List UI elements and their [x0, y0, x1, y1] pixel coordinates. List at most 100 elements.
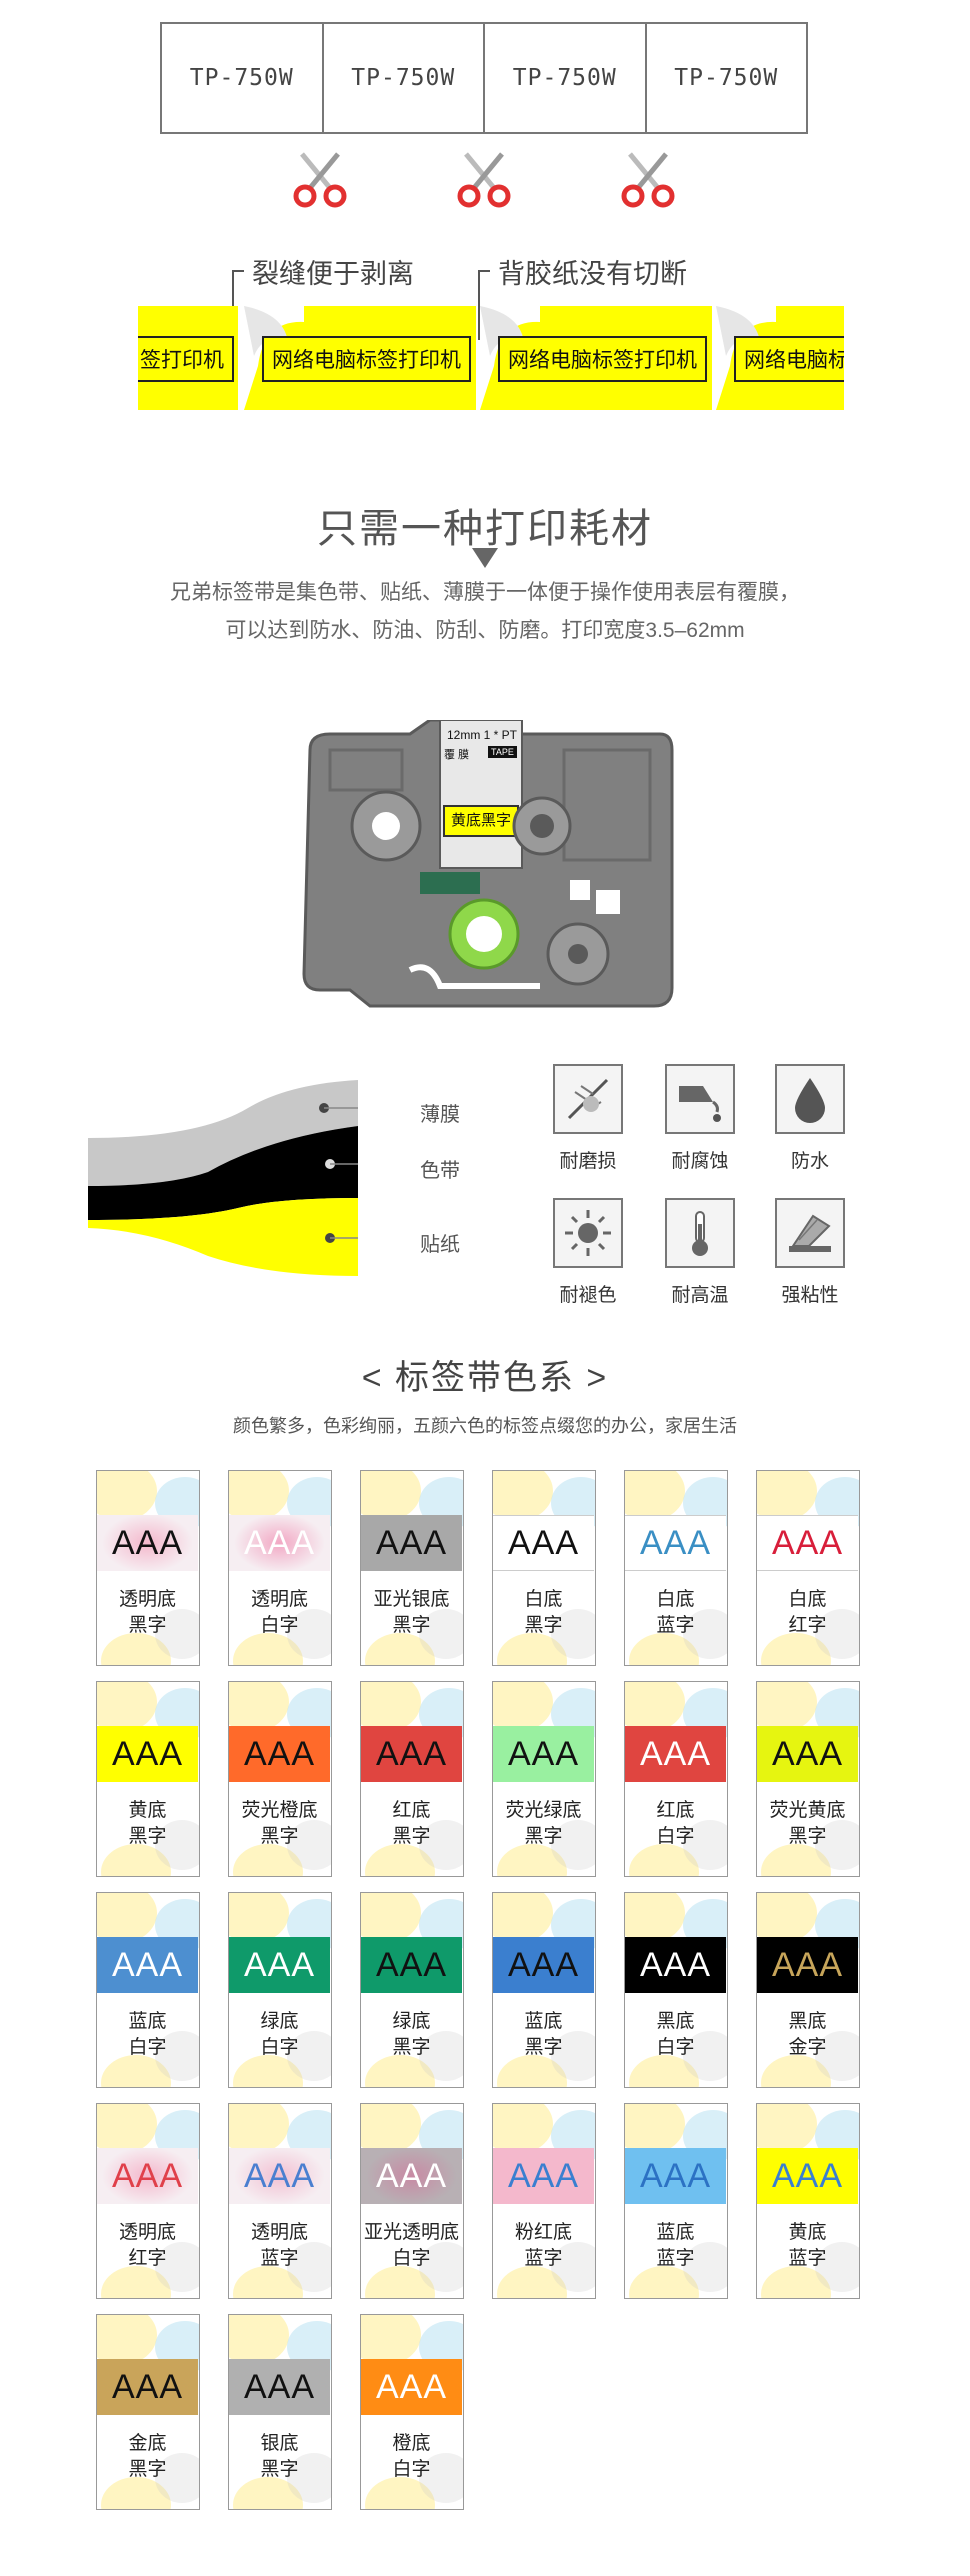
adhesive-icon — [775, 1198, 845, 1268]
peel-curl-icon — [716, 306, 776, 410]
swatch-name: 金底黑字 — [97, 2431, 198, 2483]
swatch-sample: AAA — [361, 2148, 462, 2204]
color-swatch-card: AAA 绿底黑字 — [360, 1892, 464, 2088]
swatch-sample: AAA — [97, 1937, 198, 1993]
swatch-name: 黄底蓝字 — [757, 2220, 858, 2272]
feature-adhesive: 强粘性 — [762, 1198, 858, 1307]
tape-label: 签打印机 — [138, 336, 234, 382]
swatch-name-line2: 黑字 — [392, 1615, 431, 1636]
tape-strip: 签打印机 — [138, 306, 238, 410]
model-table: TP-750W TP-750W TP-750W TP-750W — [160, 22, 808, 134]
swatch-name-line2: 黑字 — [392, 2037, 431, 2058]
swatch-name-line1: 红底 — [392, 1800, 431, 1821]
feature-heat-resistant: 耐高温 — [652, 1198, 748, 1307]
color-swatch-card: AAA 黄底黑字 — [96, 1681, 200, 1877]
swatch-sample: AAA — [229, 1726, 330, 1782]
swatch-name: 透明底白字 — [229, 1587, 330, 1639]
swatch-name-line2: 黑字 — [260, 1826, 299, 1847]
arrow-down-icon — [472, 548, 498, 568]
swatch-name-line2: 蓝字 — [260, 2248, 299, 2269]
swatch-name-line1: 金底 — [128, 2433, 167, 2454]
swatch-name: 亚光透明底白字 — [361, 2220, 462, 2272]
swatch-name-line1: 透明底 — [250, 1589, 308, 1610]
swatch-name: 白底红字 — [757, 1587, 858, 1639]
swatch-name-line2: 蓝字 — [656, 2248, 695, 2269]
swatch-name-line2: 蓝字 — [656, 1615, 695, 1636]
swatch-name-line1: 黑底 — [656, 2011, 695, 2032]
swatch-name-line1: 红底 — [656, 1800, 695, 1821]
swatch-name-line1: 透明底 — [250, 2222, 308, 2243]
swatch-name-line2: 蓝字 — [788, 2248, 827, 2269]
feature-label: 强粘性 — [781, 1285, 839, 1306]
swatch-name-line2: 黑字 — [128, 1615, 167, 1636]
swatch-name: 红底黑字 — [361, 1798, 462, 1850]
tape-label: 网络电脑标签打印机 — [262, 336, 471, 382]
swatch-name: 透明底黑字 — [97, 1587, 198, 1639]
tape-strip: 网络电脑标签打印机 — [480, 306, 712, 410]
cartridge-badge: TAPE — [488, 746, 517, 758]
swatch-sample: AAA — [625, 1726, 726, 1782]
swatch-name-line1: 荧光橙底 — [241, 1800, 318, 1821]
swatch-name-line1: 蓝底 — [524, 2011, 563, 2032]
swatch-sample: AAA — [493, 1937, 594, 1993]
swatch-sample: AAA — [229, 2148, 330, 2204]
swatch-name: 黑底金字 — [757, 2009, 858, 2061]
corrosion-icon — [665, 1064, 735, 1134]
swatch-name: 亚光银底黑字 — [361, 1587, 462, 1639]
swatch-name: 粉红底蓝字 — [493, 2220, 594, 2272]
swatch-name-line1: 白底 — [656, 1589, 695, 1610]
swatch-sample: AAA — [757, 1515, 858, 1571]
swatch-name-line2: 黑字 — [128, 2459, 167, 2480]
swatch-sample: AAA — [361, 1515, 462, 1571]
color-swatch-card: AAA 黄底蓝字 — [756, 2103, 860, 2299]
swatch-name-line1: 粉红底 — [514, 2222, 572, 2243]
swatch-name-line2: 红字 — [128, 2248, 167, 2269]
swatch-name-line1: 透明底 — [118, 2222, 176, 2243]
layer-label-film: 薄膜 — [420, 1104, 460, 1126]
swatch-name: 银底黑字 — [229, 2431, 330, 2483]
swatch-sample: AAA — [493, 1515, 594, 1571]
tape-cartridge-image: 12mm 1 * PT 覆 膜 TAPE 黄底黑字 — [290, 718, 680, 1020]
swatch-sample: AAA — [625, 2148, 726, 2204]
swatch-name: 绿底黑字 — [361, 2009, 462, 2061]
layer-label-sticker: 贴纸 — [420, 1234, 460, 1256]
section-description: 可以达到防水、防油、防刮、防磨。打印宽度3.5–62mm — [225, 619, 745, 642]
swatch-name-line2: 黑字 — [392, 1826, 431, 1847]
scissors-icon — [293, 152, 347, 208]
model-cell: TP-750W — [324, 24, 485, 132]
swatch-sample: AAA — [757, 1937, 858, 1993]
note-peel: 裂缝便于剥离 — [252, 259, 414, 289]
swatch-name-line2: 蓝字 — [524, 2248, 563, 2269]
tape-strip: 网络电脑标签打印机 — [244, 306, 476, 410]
feature-fade-resistant: 耐褪色 — [540, 1198, 636, 1307]
swatch-sample: AAA — [97, 1726, 198, 1782]
feature-label: 耐磨损 — [559, 1151, 617, 1172]
swatch-sample: AAA — [361, 1937, 462, 1993]
swatch-name-line1: 绿底 — [392, 2011, 431, 2032]
feature-corrosion: 耐腐蚀 — [652, 1064, 748, 1173]
swatch-name: 荧光橙底黑字 — [229, 1798, 330, 1850]
swatch-name: 黄底黑字 — [97, 1798, 198, 1850]
color-swatch-card: AAA 亚光透明底白字 — [360, 2103, 464, 2299]
layer-label-ribbon: 色带 — [420, 1160, 460, 1182]
swatch-sample: AAA — [757, 2148, 858, 2204]
tape-layers-diagram — [88, 1080, 358, 1276]
swatch-sample: AAA — [361, 1726, 462, 1782]
abrasion-icon — [553, 1064, 623, 1134]
swatch-name-line1: 黑底 — [788, 2011, 827, 2032]
swatch-name-line1: 橙底 — [392, 2433, 431, 2454]
swatch-name: 荧光黄底黑字 — [757, 1798, 858, 1850]
tape-label: 网络电脑标签打印机 — [498, 336, 707, 382]
swatch-name: 黑底白字 — [625, 2009, 726, 2061]
swatch-name: 白底蓝字 — [625, 1587, 726, 1639]
